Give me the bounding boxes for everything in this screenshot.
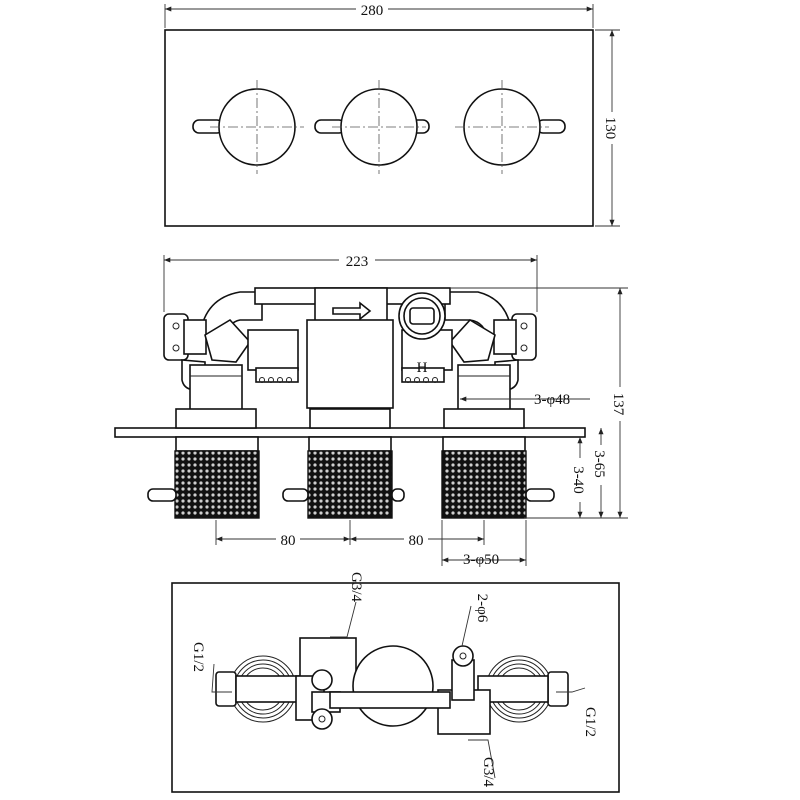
rear-view: G3/4 2-φ6 G1/2 G1/2 G3/4 [171,572,620,793]
side-handle-left [147,436,260,519]
side-handle-center [282,436,405,519]
dimension-handle-diameter: 3-φ50 [441,520,527,568]
side-wall-plate [114,427,586,438]
front-height-label: 130 [602,117,618,140]
outlet-bottom-label: G3/4 [480,757,496,788]
length-65-label: 3-65 [591,450,607,478]
dimension-spacing: 80 80 [215,520,485,549]
dimension-side-width: 223 [163,252,538,312]
side-view: H [114,252,628,568]
side-handle-right [441,436,555,519]
dimension-length-40: 3-40 [570,437,588,518]
dimension-side-depth: 137 [450,287,628,519]
rear-plate [171,582,620,793]
dimension-body-diameter: 3-φ48 [460,392,590,408]
handle-diameter-label: 3-φ50 [463,552,499,568]
rear-leaders [211,601,586,779]
front-knob-center [314,80,430,174]
dimension-front-width: 280 [164,1,594,28]
front-plate [164,29,594,227]
front-knob-left [192,80,304,174]
length-40-label: 3-40 [570,466,586,494]
side-depth-label: 137 [610,393,626,416]
spacing-left-label: 80 [281,533,296,549]
dimension-front-height: 130 [595,29,620,227]
mount-hole-label: 2-φ6 [474,594,490,623]
dimension-length-65: 3-65 [524,428,609,519]
rear-inlet-right [477,655,569,723]
side-valve-body: H [163,287,537,429]
rear-valve-body [295,637,491,735]
front-width-label: 280 [361,3,384,19]
front-knob-right [455,80,566,174]
front-view: 280 130 [164,1,620,227]
hot-mark: H [417,360,428,376]
body-diameter-label: 3-φ48 [534,392,570,408]
rear-inlet-left [215,655,307,723]
spacing-right-label: 80 [409,533,424,549]
side-width-label: 223 [346,254,369,270]
inlet-right-label: G1/2 [582,707,598,737]
inlet-left-label: G1/2 [190,642,206,672]
outlet-top-label: G3/4 [348,572,364,603]
